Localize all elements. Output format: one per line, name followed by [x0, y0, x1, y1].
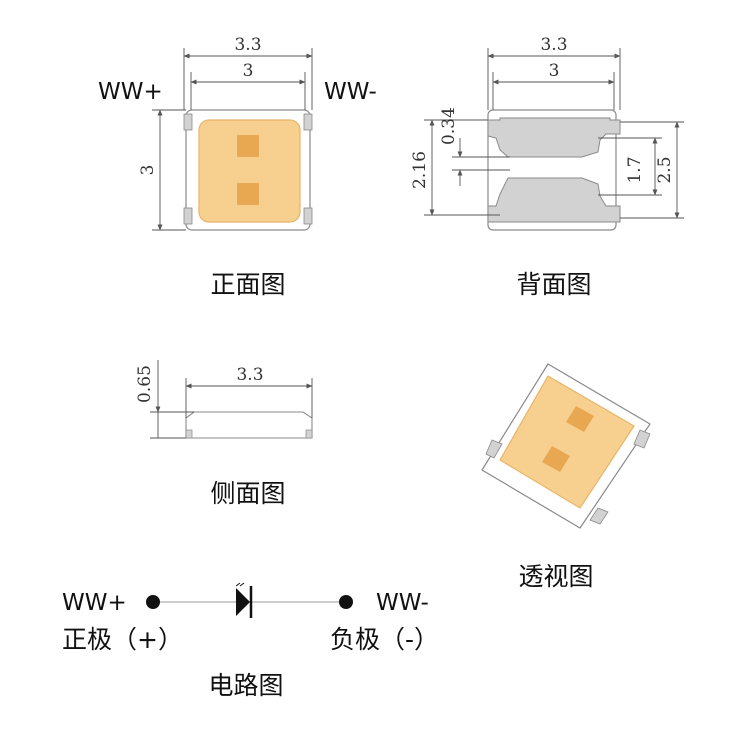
perspective-view: 透视图: [481, 363, 651, 591]
persp-pad-right-bottom: [589, 507, 609, 525]
back-pad-bottom: [487, 177, 621, 223]
front-view: 3.3 3 3 WW+ WW- 正面图: [98, 35, 377, 299]
front-view-title: 正面图: [210, 270, 285, 299]
back-dim-right: 2.5: [655, 156, 675, 183]
front-dim-width-inner: 3: [243, 61, 254, 81]
back-dim-mid: 1.7: [625, 156, 645, 183]
back-dim-gap: 0.34: [439, 107, 459, 145]
circuit-title: 电路图: [208, 671, 283, 700]
side-view: 3.3 0.65 侧面图: [135, 360, 313, 508]
front-dim-width-outer: 3.3: [234, 35, 261, 55]
circuit-left-pin-label: WW+: [62, 590, 127, 616]
diode-triangle: [236, 588, 250, 616]
side-package-body: [185, 411, 313, 439]
persp-pad-right-top: [633, 429, 651, 449]
back-view-title: 背面图: [516, 270, 591, 299]
front-pad-top-right: [303, 113, 313, 131]
front-pad-bottom-left: [183, 207, 193, 225]
front-pad-top-left: [183, 113, 193, 131]
persp-die-bottom: [542, 446, 570, 472]
side-dim-width: 3.3: [236, 365, 263, 385]
front-pin-left-label: WW+: [98, 79, 163, 105]
back-dim-width-outer: 3.3: [540, 35, 567, 55]
back-dim-left: 2.16: [410, 151, 430, 189]
circuit-left-polarity: 正极（+）: [62, 625, 183, 654]
side-dim-thickness: 0.65: [135, 365, 155, 403]
circuit-right-pin-label: WW-: [376, 590, 429, 616]
front-phosphor-lens: [198, 119, 301, 223]
perspective-view-title: 透视图: [518, 562, 593, 591]
circuit-right-polarity: 负极（-）: [330, 625, 439, 654]
back-pad-top: [487, 117, 621, 158]
circuit-node-cathode: [339, 595, 353, 609]
front-die-top: [237, 135, 259, 157]
circuit-node-anode: [146, 595, 160, 609]
side-pad-left: [185, 429, 193, 439]
front-die-bottom: [237, 183, 259, 205]
front-pin-right-label: WW-: [324, 79, 377, 105]
front-dim-height: 3: [138, 165, 158, 176]
persp-pad-left-top: [485, 439, 503, 459]
back-dim-width-inner: 3: [549, 61, 560, 81]
circuit-diagram: WW+ WW- 正极（+） 负极（-） 电路图: [62, 582, 439, 700]
diode-emission-arrow-2: [239, 582, 245, 587]
back-view: 3.3 3 0.34 2.16 1.7 2.5 背面图: [410, 35, 684, 299]
side-pad-right: [305, 429, 313, 439]
persp-phosphor-lens: [499, 375, 635, 509]
diode-emission-arrow-1: [235, 582, 241, 587]
side-view-title: 侧面图: [210, 479, 285, 508]
front-pad-bottom-right: [303, 207, 313, 225]
persp-die-top: [566, 406, 594, 432]
